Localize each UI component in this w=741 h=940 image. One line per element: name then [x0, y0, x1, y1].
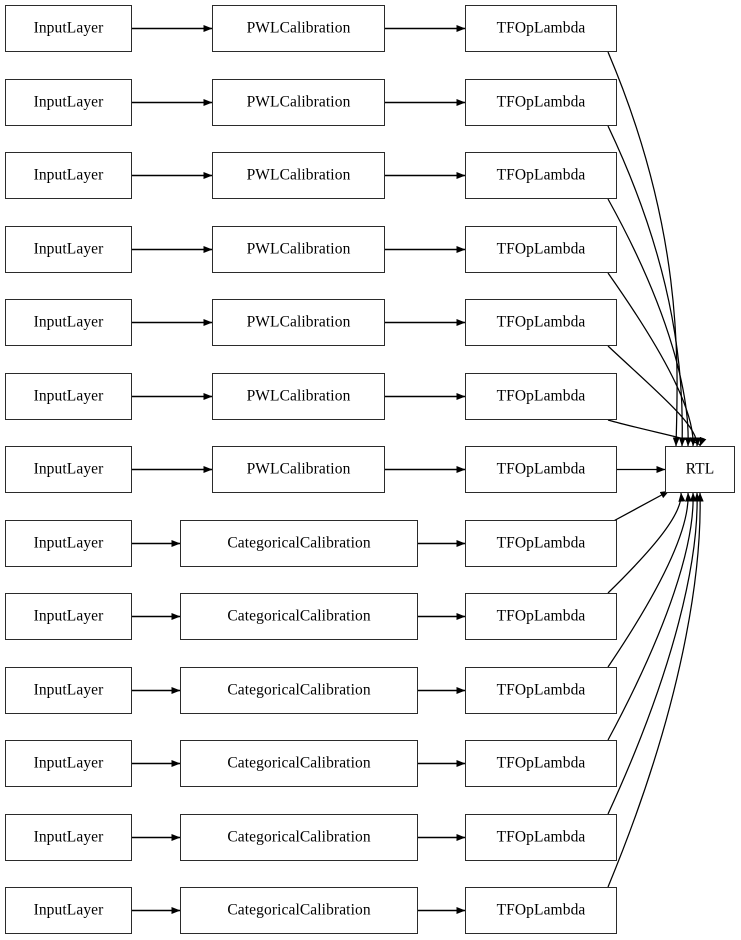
- node-input-layer-9[interactable]: InputLayer: [5, 593, 132, 640]
- node-pwl-calibration-7[interactable]: PWLCalibration: [212, 446, 385, 493]
- node-categorical-calibration-13-label: CategoricalCalibration: [227, 901, 371, 919]
- node-tfoplambda-9-label: TFOpLambda: [496, 607, 586, 625]
- node-tfoplambda-9[interactable]: TFOpLambda: [465, 593, 617, 640]
- node-tfoplambda-10[interactable]: TFOpLambda: [465, 667, 617, 714]
- node-pwl-calibration-6[interactable]: PWLCalibration: [212, 373, 385, 420]
- node-input-layer-10[interactable]: InputLayer: [5, 667, 132, 714]
- node-tfoplambda-4[interactable]: TFOpLambda: [465, 226, 617, 273]
- node-input-layer-5[interactable]: InputLayer: [5, 299, 132, 346]
- node-input-layer-12[interactable]: InputLayer: [5, 814, 132, 861]
- node-categorical-calibration-10[interactable]: CategoricalCalibration: [180, 667, 418, 714]
- edge-tfoplambda-to-rtl-5: [607, 345, 702, 447]
- node-tfoplambda-7[interactable]: TFOpLambda: [465, 446, 617, 493]
- node-tfoplambda-8[interactable]: TFOpLambda: [465, 520, 617, 567]
- node-input-layer-4[interactable]: InputLayer: [5, 226, 132, 273]
- edge-tfoplambda-to-rtl-11: [607, 492, 697, 741]
- node-tfoplambda-11[interactable]: TFOpLambda: [465, 740, 617, 787]
- node-tfoplambda-6[interactable]: TFOpLambda: [465, 373, 617, 420]
- node-input-layer-3[interactable]: InputLayer: [5, 152, 132, 199]
- node-categorical-calibration-8[interactable]: CategoricalCalibration: [180, 520, 418, 567]
- node-categorical-calibration-9-label: CategoricalCalibration: [227, 607, 371, 625]
- node-input-layer-8-label: InputLayer: [33, 534, 104, 552]
- node-tfoplambda-3[interactable]: TFOpLambda: [465, 152, 617, 199]
- node-input-layer-5-label: InputLayer: [33, 313, 104, 331]
- edge-tfoplambda-to-rtl-10: [607, 492, 692, 668]
- node-tfoplambda-12-label: TFOpLambda: [496, 828, 586, 846]
- node-pwl-calibration-1-label: PWLCalibration: [246, 19, 351, 37]
- node-input-layer-11-label: InputLayer: [33, 754, 104, 772]
- node-input-layer-6[interactable]: InputLayer: [5, 373, 132, 420]
- node-pwl-calibration-4[interactable]: PWLCalibration: [212, 226, 385, 273]
- node-tfoplambda-5[interactable]: TFOpLambda: [465, 299, 617, 346]
- node-tfoplambda-4-label: TFOpLambda: [496, 240, 586, 258]
- node-input-layer-6-label: InputLayer: [33, 387, 104, 405]
- node-input-layer-7[interactable]: InputLayer: [5, 446, 132, 493]
- node-categorical-calibration-12-label: CategoricalCalibration: [227, 828, 371, 846]
- edge-tfoplambda-to-rtl-4: [607, 272, 697, 447]
- node-pwl-calibration-3-label: PWLCalibration: [246, 166, 351, 184]
- node-tfoplambda-1[interactable]: TFOpLambda: [465, 5, 617, 52]
- node-tfoplambda-2-label: TFOpLambda: [496, 93, 586, 111]
- node-input-layer-8[interactable]: InputLayer: [5, 520, 132, 567]
- node-pwl-calibration-2-label: PWLCalibration: [246, 93, 351, 111]
- node-input-layer-10-label: InputLayer: [33, 681, 104, 699]
- node-categorical-calibration-12[interactable]: CategoricalCalibration: [180, 814, 418, 861]
- edge-tfoplambda-to-rtl-12: [607, 492, 701, 815]
- node-categorical-calibration-9[interactable]: CategoricalCalibration: [180, 593, 418, 640]
- edge-tfoplambda-to-rtl-6: [607, 419, 707, 447]
- node-input-layer-13[interactable]: InputLayer: [5, 887, 132, 934]
- node-pwl-calibration-6-label: PWLCalibration: [246, 387, 351, 405]
- node-input-layer-2-label: InputLayer: [33, 93, 104, 111]
- node-input-layer-11[interactable]: InputLayer: [5, 740, 132, 787]
- node-pwl-calibration-7-label: PWLCalibration: [246, 460, 351, 478]
- node-rtl-label: RTL: [685, 460, 715, 478]
- node-pwl-calibration-5-label: PWLCalibration: [246, 313, 351, 331]
- node-tfoplambda-7-label: TFOpLambda: [496, 460, 586, 478]
- node-categorical-calibration-11-label: CategoricalCalibration: [227, 754, 371, 772]
- node-input-layer-2[interactable]: InputLayer: [5, 79, 132, 126]
- node-categorical-calibration-8-label: CategoricalCalibration: [227, 534, 371, 552]
- edge-tfoplambda-to-rtl-8: [607, 490, 670, 525]
- node-tfoplambda-10-label: TFOpLambda: [496, 681, 586, 699]
- node-input-layer-7-label: InputLayer: [33, 460, 104, 478]
- node-input-layer-13-label: InputLayer: [33, 901, 104, 919]
- node-tfoplambda-2[interactable]: TFOpLambda: [465, 79, 617, 126]
- node-tfoplambda-5-label: TFOpLambda: [496, 313, 586, 331]
- edge-tfoplambda-to-rtl-1: [607, 51, 680, 447]
- node-pwl-calibration-3[interactable]: PWLCalibration: [212, 152, 385, 199]
- node-pwl-calibration-5[interactable]: PWLCalibration: [212, 299, 385, 346]
- node-pwl-calibration-1[interactable]: PWLCalibration: [212, 5, 385, 52]
- node-tfoplambda-8-label: TFOpLambda: [496, 534, 586, 552]
- edge-tfoplambda-to-rtl-2: [607, 125, 686, 447]
- node-rtl[interactable]: RTL: [665, 446, 735, 493]
- node-pwl-calibration-2[interactable]: PWLCalibration: [212, 79, 385, 126]
- node-categorical-calibration-11[interactable]: CategoricalCalibration: [180, 740, 418, 787]
- node-pwl-calibration-4-label: PWLCalibration: [246, 240, 351, 258]
- node-input-layer-4-label: InputLayer: [33, 240, 104, 258]
- node-input-layer-9-label: InputLayer: [33, 607, 104, 625]
- node-tfoplambda-13-label: TFOpLambda: [496, 901, 586, 919]
- node-tfoplambda-12[interactable]: TFOpLambda: [465, 814, 617, 861]
- node-tfoplambda-6-label: TFOpLambda: [496, 387, 586, 405]
- node-tfoplambda-1-label: TFOpLambda: [496, 19, 586, 37]
- edge-tfoplambda-to-rtl-13: [607, 492, 704, 888]
- node-tfoplambda-3-label: TFOpLambda: [496, 166, 586, 184]
- node-tfoplambda-11-label: TFOpLambda: [496, 754, 586, 772]
- node-input-layer-3-label: InputLayer: [33, 166, 104, 184]
- node-categorical-calibration-13[interactable]: CategoricalCalibration: [180, 887, 418, 934]
- node-input-layer-1-label: InputLayer: [33, 19, 104, 37]
- node-input-layer-1[interactable]: InputLayer: [5, 5, 132, 52]
- node-tfoplambda-13[interactable]: TFOpLambda: [465, 887, 617, 934]
- node-categorical-calibration-10-label: CategoricalCalibration: [227, 681, 371, 699]
- node-input-layer-12-label: InputLayer: [33, 828, 104, 846]
- edge-tfoplambda-to-rtl-9: [607, 492, 686, 594]
- edge-tfoplambda-to-rtl-3: [607, 198, 692, 447]
